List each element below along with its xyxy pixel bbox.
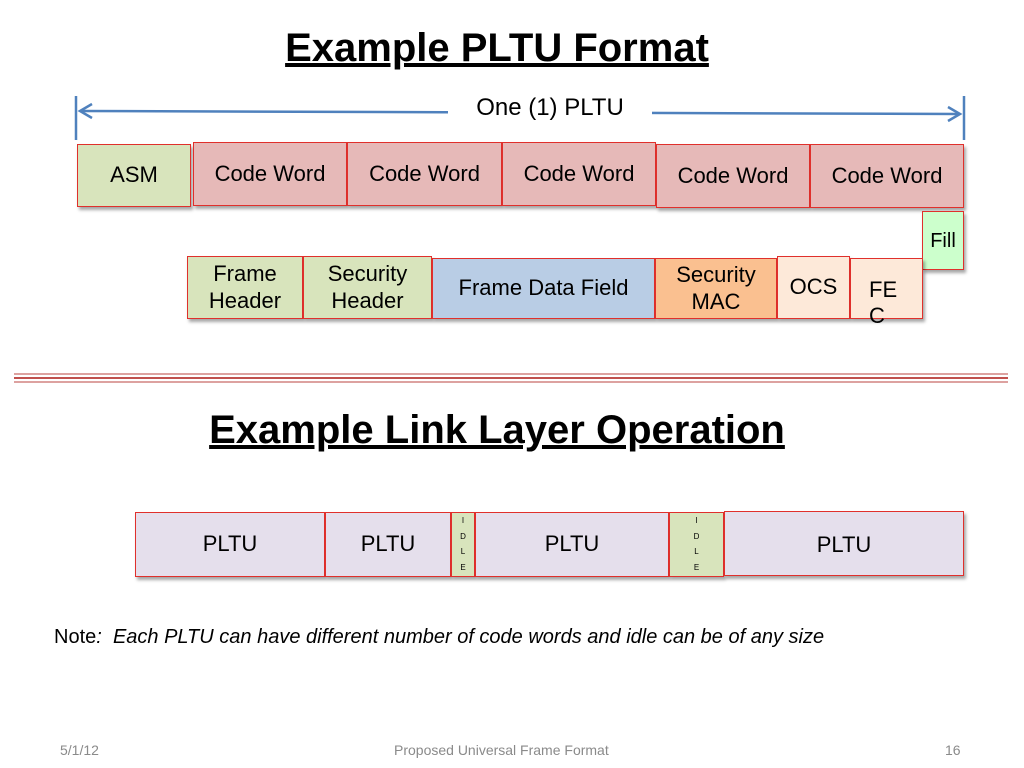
code-word-label: Code Word [831, 162, 943, 188]
pltu-block: PLTU [475, 512, 669, 577]
pltu-label: PLTU [360, 531, 416, 557]
code-word-label: Code Word [677, 162, 789, 188]
security-header-block: Security Header [303, 256, 432, 319]
security-mac-label: Security MAC [676, 262, 756, 314]
code-word-block: Code Word [810, 144, 964, 208]
footer-title: Proposed Universal Frame Format [394, 742, 609, 758]
section-divider [14, 373, 1008, 383]
security-header-label: Security Header [327, 261, 408, 313]
frame-data-field-label: Frame Data Field [458, 275, 629, 301]
code-word-block: Code Word [656, 144, 810, 208]
idle-letter: I [695, 515, 698, 525]
frame-header-block: Frame Header [187, 256, 303, 319]
idle-letter: D [693, 531, 700, 541]
idle-block: I D L E [451, 512, 475, 577]
pltu-block: PLTU [325, 512, 451, 577]
pltu-span-label: One (1) PLTU [448, 94, 652, 122]
idle-letter: L [694, 547, 699, 557]
idle-letter: D [460, 531, 466, 541]
note-prefix: Note [54, 626, 97, 648]
ocs-block: OCS [777, 256, 850, 319]
frame-data-field-block: Frame Data Field [432, 258, 655, 319]
fec-label: FE C [869, 277, 898, 329]
asm-block: ASM [77, 144, 191, 207]
fill-label: Fill [930, 229, 956, 252]
footer-date: 5/1/12 [60, 742, 99, 758]
idle-letter: I [461, 515, 465, 525]
pltu-label: PLTU [202, 531, 258, 557]
note-text: Note: Each PLTU can have different numbe… [54, 626, 824, 649]
title-link-layer-operation: Example Link Layer Operation [209, 408, 785, 452]
code-word-block: Code Word [347, 142, 502, 206]
code-word-block: Code Word [502, 142, 656, 206]
security-mac-block: Security MAC [655, 258, 777, 319]
title-pltu-format: Example PLTU Format [285, 26, 709, 70]
pltu-block: PLTU [724, 511, 964, 576]
code-word-block: Code Word [193, 142, 347, 206]
idle-letter: E [460, 563, 466, 573]
note-colon: : [96, 626, 102, 648]
asm-label: ASM [110, 162, 158, 188]
code-word-label: Code Word [214, 160, 326, 186]
ocs-label: OCS [789, 274, 838, 300]
fec-block: FE C [850, 258, 923, 328]
code-word-label: Code Word [369, 160, 480, 186]
pltu-label: PLTU [816, 532, 872, 557]
frame-header-label: Frame Header [208, 261, 282, 313]
idle-letter: E [693, 563, 700, 573]
footer-page-number: 16 [945, 742, 961, 758]
pltu-label: PLTU [544, 531, 600, 557]
idle-block: I D L E [669, 512, 724, 577]
note-body: Each PLTU can have different number of c… [112, 626, 825, 648]
code-word-label: Code Word [523, 161, 635, 186]
idle-letter: L [460, 547, 466, 557]
pltu-block: PLTU [135, 512, 325, 577]
fill-block: Fill [922, 211, 964, 270]
